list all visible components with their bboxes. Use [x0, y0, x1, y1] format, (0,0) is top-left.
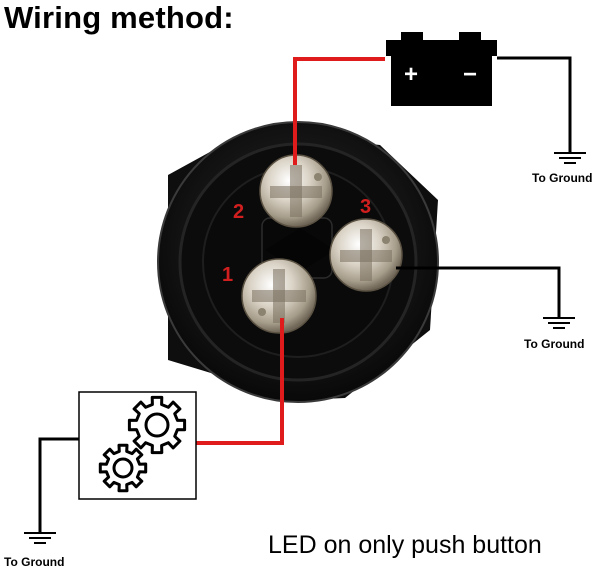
- gear-icon: [98, 443, 148, 493]
- terminal-label-2: 2: [233, 201, 244, 223]
- ground-label-load: To Ground: [4, 555, 65, 569]
- ground-icon: [24, 532, 56, 544]
- black-wire-battery-to-ground: [497, 56, 572, 152]
- terminal-screw-3: [329, 218, 403, 292]
- ground-label-battery: To Ground: [532, 171, 593, 185]
- ground-label-terminal-3: To Ground: [524, 337, 585, 351]
- terminal-label-1: 1: [222, 264, 233, 286]
- battery-minus-sign: −: [463, 61, 477, 88]
- diagram-caption: LED on only push button: [268, 531, 542, 559]
- red-wire-terminal-1-to-load: [196, 318, 284, 445]
- terminal-label-3: 3: [360, 196, 371, 218]
- push-button-switch: [157, 121, 439, 403]
- black-wire-load-to-ground: [38, 437, 79, 532]
- terminal-screw-2: [259, 154, 333, 228]
- terminal-screw-1: [241, 258, 317, 334]
- gear-icon: [127, 395, 187, 455]
- load-device: [78, 391, 197, 500]
- ground-icon: [554, 152, 586, 164]
- diagram-title: Wiring method:: [4, 0, 234, 35]
- battery-plus-sign: +: [404, 61, 418, 88]
- ground-icon: [543, 317, 575, 329]
- black-wire-terminal-3-to-ground: [396, 266, 561, 317]
- battery-icon: + −: [386, 32, 497, 106]
- red-wire-battery-to-terminal-2: [293, 57, 385, 165]
